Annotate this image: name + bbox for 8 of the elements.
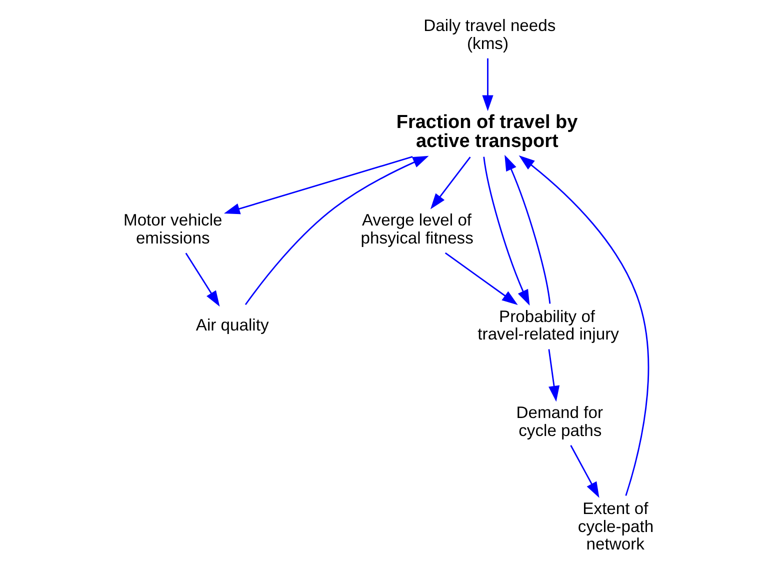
node-text: Daily travel needs (kms): [423, 16, 556, 53]
node-text: Probability of travel-related injury: [477, 306, 618, 344]
node-text: Averge level of phsyical fitness: [360, 210, 473, 248]
node-text: Motor vehicle emissions: [122, 210, 222, 248]
node-text: Air quality: [195, 316, 268, 335]
node-text: Demand for cycle paths: [516, 402, 603, 440]
node-text: Extent of cycle-path network: [577, 499, 654, 554]
node-text: Fraction of travel by active transport: [396, 112, 578, 152]
